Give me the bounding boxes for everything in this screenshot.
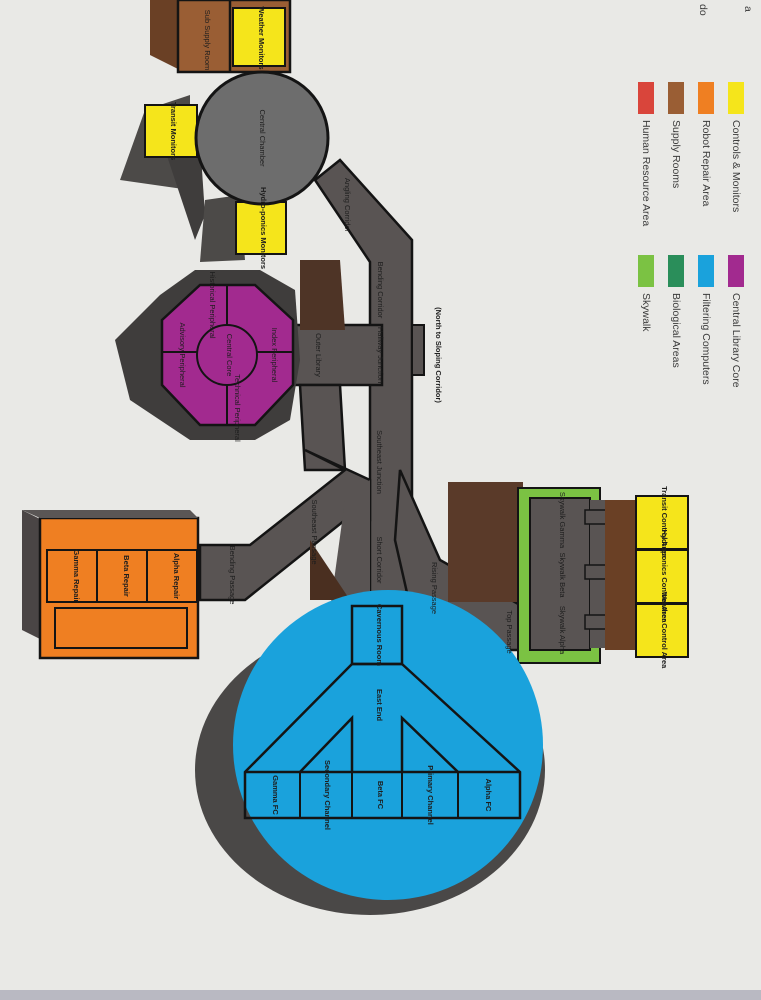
legend-label-library: Central Library Core <box>730 293 742 388</box>
weather-control-area <box>635 603 689 658</box>
label-sub-supply-room: Sub Supply Room <box>203 10 212 70</box>
filtering-area <box>195 590 545 915</box>
hydroponics-control-area <box>635 549 689 604</box>
label-hallway-junction: Hallway Junction <box>376 327 385 383</box>
legend-swatch-human-resource <box>638 82 654 114</box>
legend-labels: Controls & Monitors Robot Repair Area Su… <box>640 4 754 388</box>
legend-label-biological: Biological Areas <box>670 293 682 368</box>
label-bending-corridor: Bending Corridor <box>376 262 385 319</box>
edge-text-do: do <box>697 4 709 16</box>
label-transit-monitors: Transit Monitors <box>169 102 178 160</box>
weather-monitors-room <box>232 7 286 67</box>
legend-swatch-supply <box>668 82 684 114</box>
label-alpha-repair: Alpha Repair <box>172 553 181 599</box>
label-rising-passage: Rising Passage <box>430 562 439 614</box>
paper-bottom-edge <box>0 990 761 1000</box>
label-central-chamber: Central Chamber <box>258 109 267 167</box>
top-supply-block <box>150 0 292 74</box>
label-skywalk-beta: Skywalk Beta <box>558 552 567 598</box>
label-index-peripheral: Index Peripheral <box>270 328 279 383</box>
central-chamber <box>194 70 330 206</box>
legend-swatch-library <box>728 255 744 287</box>
label-weather-control-area: Weather Control Area <box>660 592 669 670</box>
legend-label-controls: Controls & Monitors <box>730 120 742 212</box>
alpha-repair-room <box>146 549 198 603</box>
central-chamber-group <box>120 70 330 262</box>
label-central-core: Central Core <box>225 334 234 377</box>
label-southeast-passage: Southeast Passage <box>310 499 319 564</box>
filtering-circle <box>233 590 543 900</box>
label-skywalk-gamma: Skywalk Gamma <box>558 492 567 549</box>
label-beta-fc: Beta FC <box>376 781 385 810</box>
cavernous-room <box>350 604 404 666</box>
legend-swatch-robot-repair <box>698 82 714 114</box>
label-outer-library: Outer Library <box>314 333 323 377</box>
robot-repair-block <box>22 510 200 660</box>
label-primary-channel: Primary Channel <box>426 765 435 825</box>
label-hydroponics-monitors: Hydro-ponics Monitors <box>259 187 268 269</box>
label-technical-peripheral: Technical Peripheral <box>233 374 242 442</box>
skywalk-block <box>448 482 689 664</box>
legend-label-human-resource: Human Resource Area <box>640 120 652 226</box>
legend-swatch-controls <box>728 82 744 114</box>
legend-label-skywalk: Skywalk <box>640 293 652 332</box>
label-gamma-fc: Gamma FC <box>271 775 280 815</box>
library-octagon <box>160 283 295 427</box>
label-bending-passage: Bending Passage <box>228 546 237 605</box>
label-short-corridor: Short Corridor <box>375 536 384 584</box>
legend <box>638 82 744 287</box>
label-historical-peripheral: Historical Peripheral <box>208 271 217 338</box>
label-alpha-fc: Alpha FC <box>484 779 493 812</box>
label-skywalk-alpha: Skywalk Alpha <box>558 606 567 655</box>
labels: Weather Monitors Sub Supply Room Central… <box>72 6 669 830</box>
legend-swatch-skywalk <box>638 255 654 287</box>
label-gamma-repair: Gamma Repair <box>72 550 81 603</box>
label-top-passage: Top Passage <box>505 610 514 653</box>
legend-label-supply: Supply Rooms <box>670 120 682 188</box>
label-secondary-channel: Secondary Channel <box>323 760 332 830</box>
label-cavernous-room: Cavernous Room <box>375 604 384 666</box>
label-advisory-peripheral: Advisory Peripheral <box>178 322 187 387</box>
legend-label-filtering: Filtering Computers <box>700 293 712 385</box>
gamma-repair-room <box>46 549 98 603</box>
label-angling-corridor: Angling Corridor <box>343 178 352 233</box>
beta-repair-room <box>96 549 148 603</box>
label-southeast-junction: Southeast Junction <box>375 430 384 494</box>
hydroponics-monitors-room <box>235 201 287 255</box>
label-weather-monitors: Weather Monitors <box>257 6 266 69</box>
library-core <box>115 270 300 440</box>
edge-text-a: a <box>742 6 754 12</box>
legend-swatch-biological <box>668 255 684 287</box>
label-north-to-sloping: (North to Sloping Corridor) <box>434 307 443 403</box>
label-beta-repair: Beta Repair <box>122 555 131 597</box>
legend-swatch-filtering <box>698 255 714 287</box>
label-transit-control-area: Transit Control Area <box>660 486 669 559</box>
legend-label-robot-repair: Robot Repair Area <box>700 120 712 207</box>
repair-storage-room <box>54 607 188 649</box>
label-hydroponics-control-area: Hydroponics Control Area <box>660 529 669 623</box>
label-east-end: East End <box>375 689 384 722</box>
